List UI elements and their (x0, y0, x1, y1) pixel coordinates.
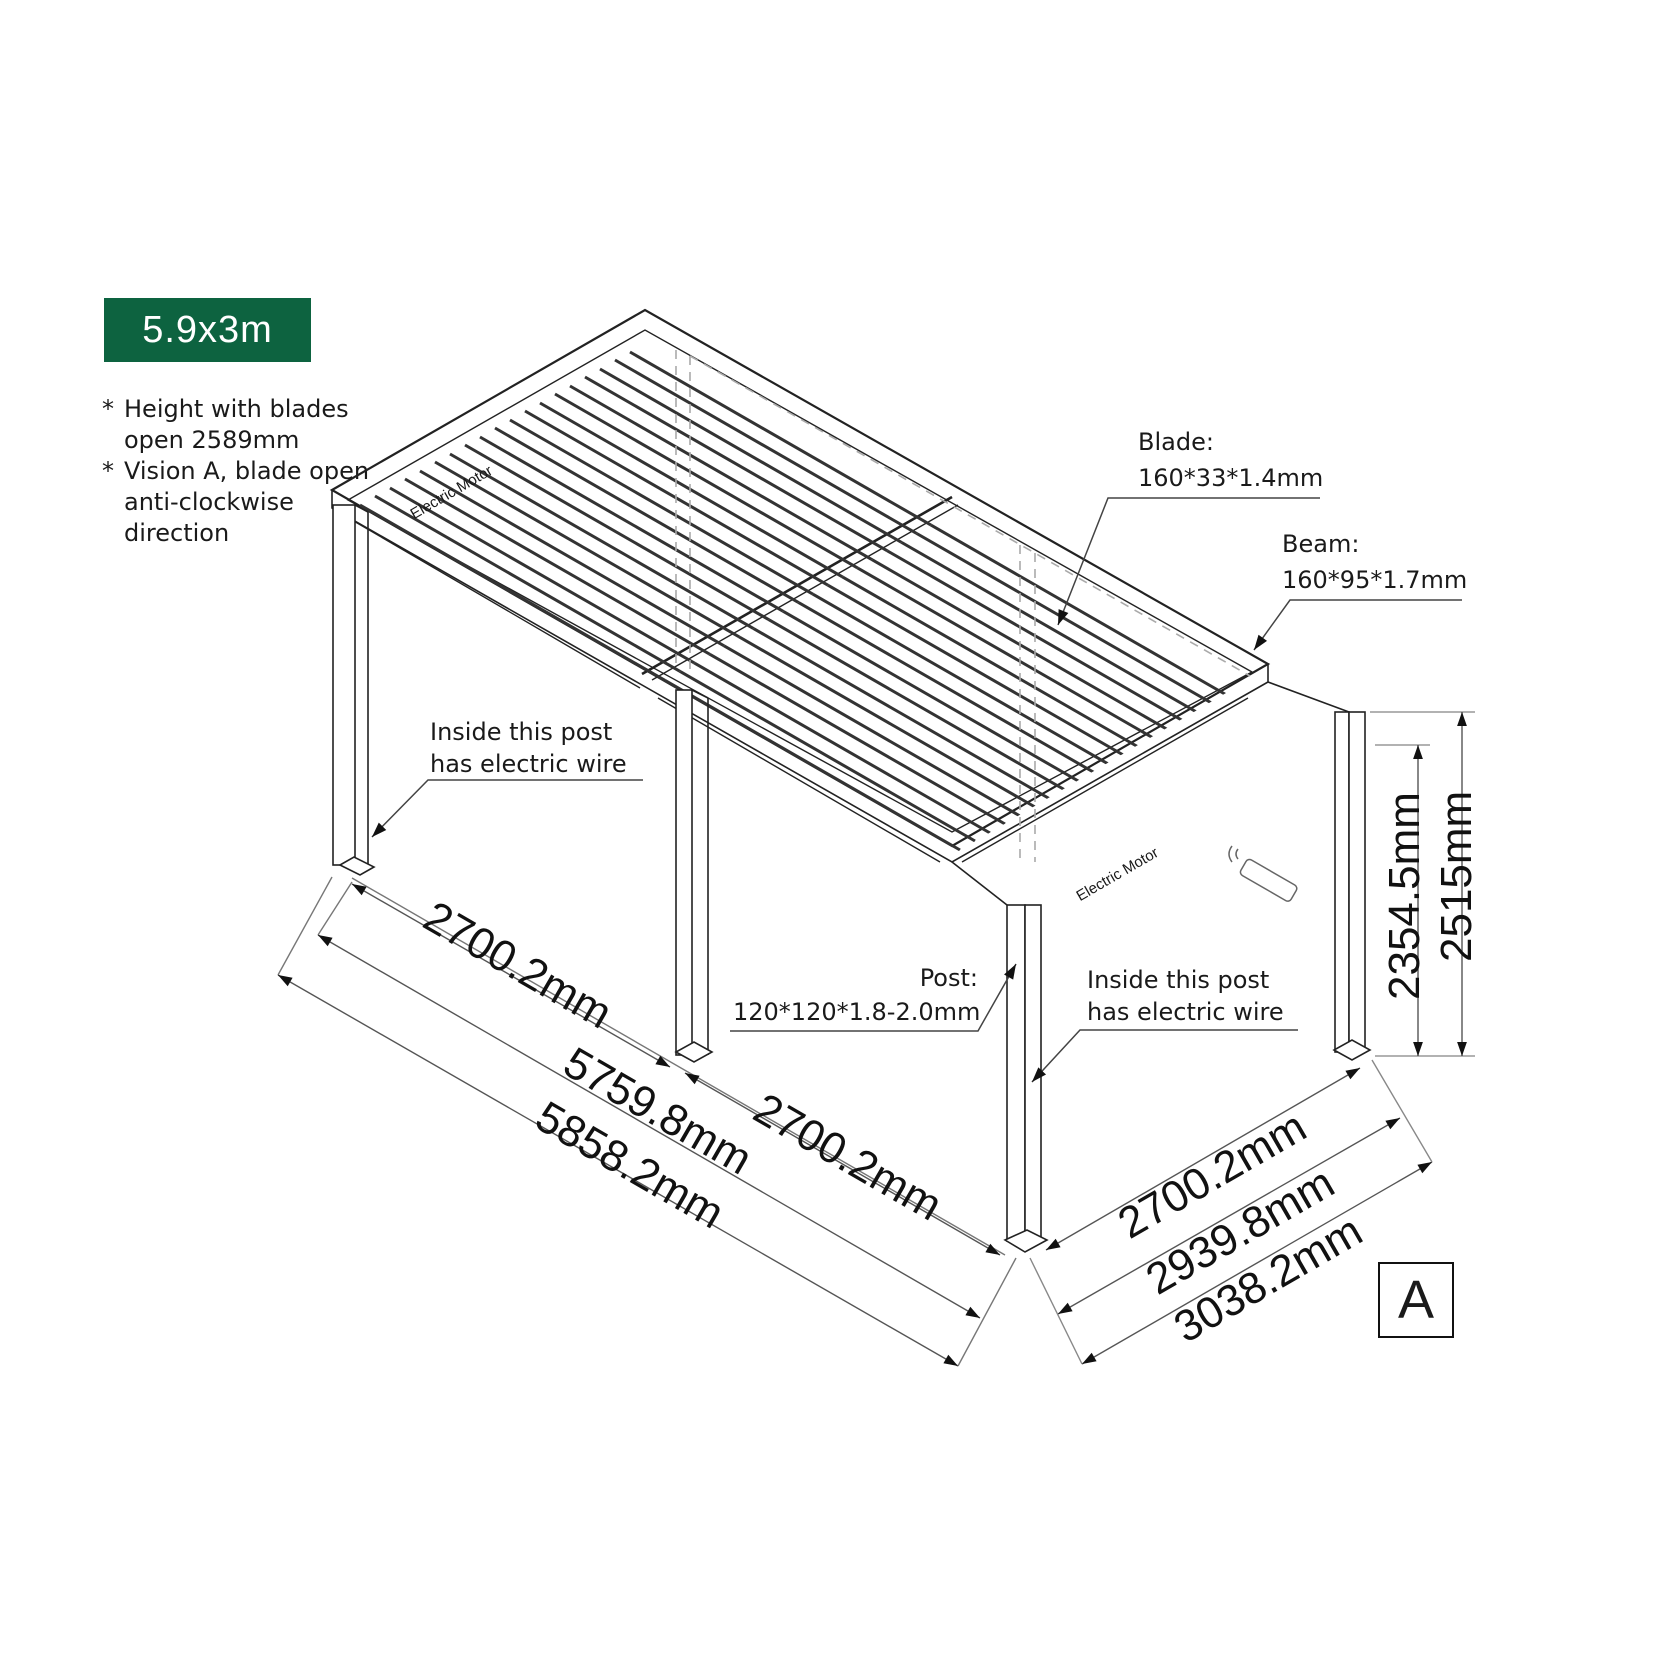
dimension-lines-height (1370, 711, 1475, 1057)
note-bullet: * (102, 395, 114, 423)
size-badge: 5.9x3m (104, 298, 311, 362)
wireless-signal-icon (1228, 845, 1239, 863)
wire-callout-front: Inside this post has electric wire (1087, 966, 1284, 1026)
post-left (332, 504, 376, 876)
post-front (1003, 904, 1049, 1253)
post-callout: Post: 120*120*1.8-2.0mm (733, 962, 981, 1028)
notes-list: * Height with blades open 2589mm * Visio… (102, 394, 369, 549)
hidden-lines (675, 350, 1251, 862)
wire-callout-left: Inside this post has electric wire (430, 718, 627, 778)
dim-height-clear: 2354.5mm (1380, 792, 1429, 1000)
beam-callout-spec: 160*95*1.7mm (1282, 566, 1468, 594)
blade-callout-spec: 160*33*1.4mm (1138, 464, 1324, 492)
beam-callout-title: Beam: (1282, 530, 1360, 558)
beam-callout: Beam: 160*95*1.7mm (1282, 528, 1467, 596)
dim-height-total: 2515mm (1432, 790, 1481, 962)
dimension-lines-length (277, 876, 1017, 1367)
blade-callout: Blade: 160*33*1.4mm (1138, 426, 1323, 494)
blade-callout-title: Blade: (1138, 428, 1214, 456)
vision-tag: A (1378, 1262, 1454, 1338)
size-badge-label: 5.9x3m (142, 308, 273, 351)
note-text: Vision A, blade open anti-clockwise dire… (124, 457, 370, 547)
post-callout-title: Post: (919, 964, 978, 992)
note-text: Height with blades open 2589mm (124, 395, 349, 454)
post-right (1332, 711, 1372, 1061)
note-bullet: * (102, 457, 114, 485)
note-item: * Height with blades open 2589mm (102, 394, 369, 456)
post-callout-spec: 120*120*1.8-2.0mm (733, 998, 981, 1026)
note-item: * Vision A, blade open anti-clockwise di… (102, 456, 369, 549)
remote-control-icon (1228, 845, 1298, 902)
post-middle (674, 689, 714, 1063)
dimension-lines-width (1029, 1059, 1433, 1365)
front-corner (951, 681, 1350, 906)
